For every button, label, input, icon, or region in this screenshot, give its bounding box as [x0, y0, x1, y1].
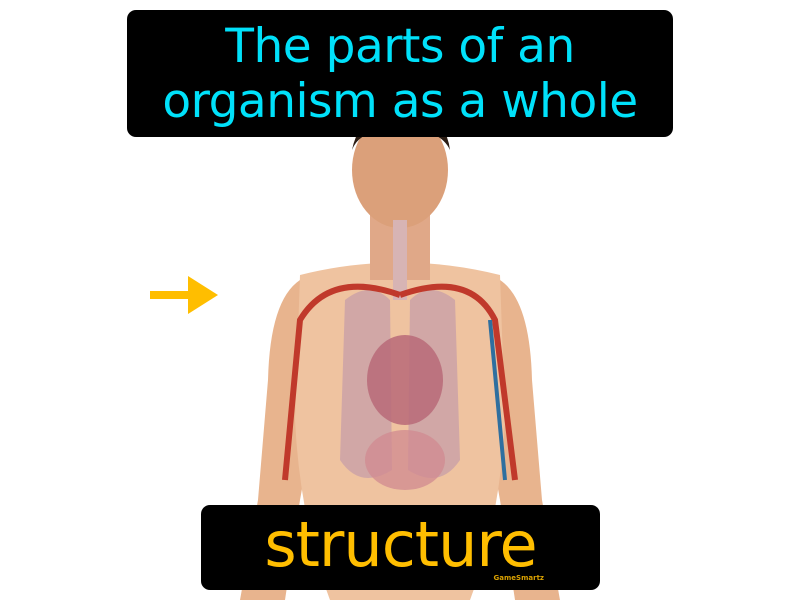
term-box: structure GameSmartz — [201, 505, 600, 590]
definition-box: The parts of an organism as a whole — [127, 10, 673, 137]
arrow-right-icon — [150, 276, 218, 314]
brand-label: GameSmartz — [493, 574, 544, 582]
term-word: structure — [264, 508, 537, 581]
definition-line-2: organism as a whole — [162, 73, 638, 129]
definition-line-1: The parts of an — [225, 18, 575, 74]
